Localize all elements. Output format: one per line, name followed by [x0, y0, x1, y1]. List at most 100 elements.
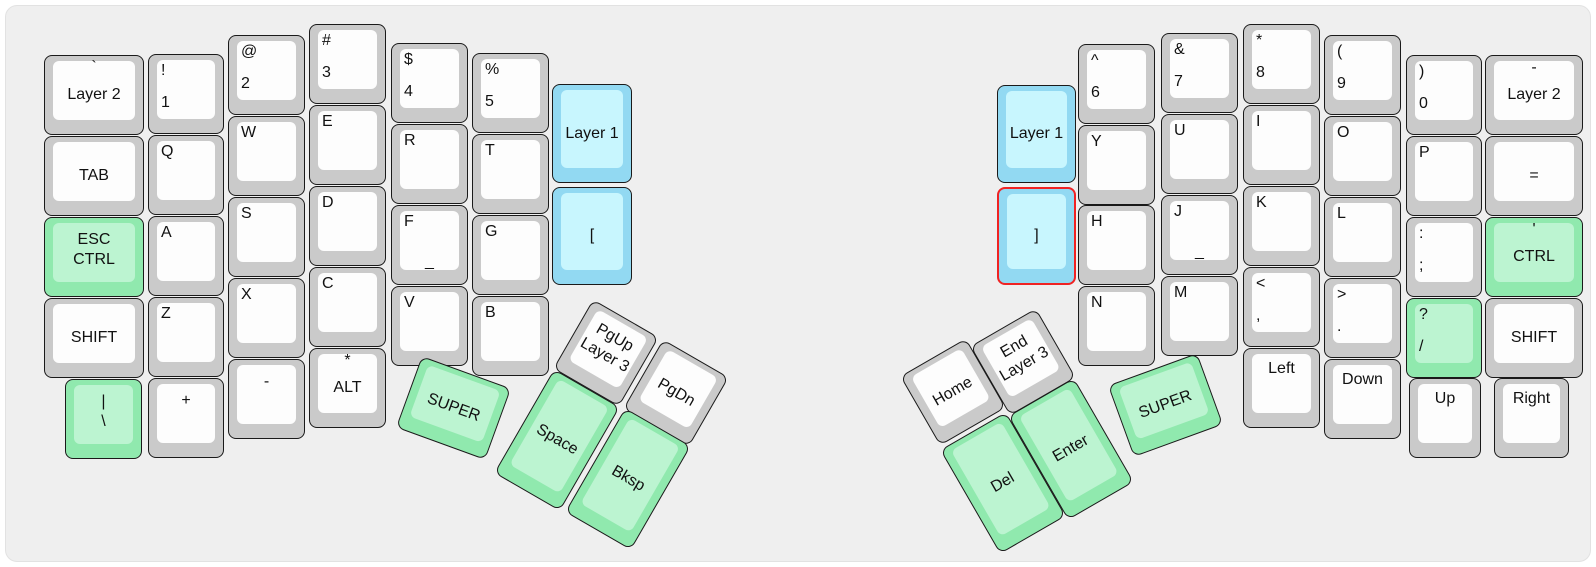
key-plus[interactable]: +	[148, 378, 224, 458]
keycap-top	[1170, 39, 1229, 98]
key-right-bracket[interactable]: ]	[997, 187, 1076, 285]
keycap-top	[1252, 354, 1311, 413]
key-legend: :	[1419, 225, 1424, 242]
key-legend: |	[101, 393, 106, 410]
key-9[interactable]: (9	[1324, 35, 1401, 115]
key-o[interactable]: O	[1324, 116, 1401, 196]
key-ctrl-right[interactable]: 'CTRL	[1485, 217, 1583, 297]
key-s[interactable]: S	[228, 197, 305, 277]
keycap-top	[157, 384, 215, 443]
key-y[interactable]: Y	[1078, 125, 1155, 205]
key-j[interactable]: J_	[1161, 195, 1238, 275]
key-legend: _	[425, 253, 434, 270]
key-arrow-up[interactable]: Up	[1409, 378, 1481, 458]
key-slash[interactable]: ?/	[1406, 298, 1482, 378]
key-legend: CTRL	[1513, 248, 1555, 265]
key-super-right[interactable]: SUPER	[1107, 353, 1224, 457]
key-legend: 6	[1091, 84, 1100, 101]
key-3[interactable]: #3	[309, 24, 386, 104]
key-legend: X	[241, 286, 252, 303]
key-t[interactable]: T	[472, 134, 549, 214]
keycap-top	[400, 49, 459, 108]
key-l[interactable]: L	[1324, 197, 1401, 277]
key-a[interactable]: A	[148, 216, 224, 296]
key-legend: Z	[161, 305, 171, 322]
key-u[interactable]: U	[1161, 114, 1238, 194]
key-legend: Y	[1091, 133, 1102, 150]
keycap-top	[481, 221, 540, 280]
key-semicolon[interactable]: :;	[1406, 217, 1482, 297]
key-p[interactable]: P	[1406, 136, 1482, 216]
key-legend: A	[161, 224, 172, 241]
keycap-top	[1418, 384, 1472, 443]
key-c[interactable]: C	[309, 267, 386, 347]
key-1[interactable]: !1	[148, 54, 224, 134]
key-legend: -	[1531, 59, 1537, 76]
key-w[interactable]: W	[228, 116, 305, 196]
keycap-top	[157, 141, 215, 200]
keycap-top	[1252, 273, 1311, 332]
key-h[interactable]: H	[1078, 205, 1155, 285]
key-d[interactable]: D	[309, 186, 386, 266]
key-legend: ESC	[77, 231, 111, 248]
keycap-top	[318, 273, 377, 332]
key-g[interactable]: G	[472, 215, 549, 295]
key-shift-right[interactable]: SHIFT	[1485, 298, 1583, 378]
key-q[interactable]: Q	[148, 135, 224, 215]
key-0[interactable]: )0	[1406, 55, 1482, 135]
key-legend: @	[241, 43, 258, 60]
keycap-top	[237, 284, 296, 343]
key-legend: S	[241, 205, 252, 222]
key-layer1-left[interactable]: Layer 1	[552, 84, 632, 183]
key-minus[interactable]: -	[228, 359, 305, 439]
key-alt[interactable]: *ALT	[309, 348, 386, 428]
key-5[interactable]: %5	[472, 53, 549, 133]
key-left-bracket[interactable]: [	[552, 187, 632, 285]
key-layer2-right[interactable]: -Layer 2	[1485, 55, 1583, 135]
key-period[interactable]: >.	[1324, 278, 1401, 358]
key-7[interactable]: &7	[1161, 33, 1238, 113]
key-m[interactable]: M	[1161, 276, 1238, 356]
key-arrow-down[interactable]: Down	[1324, 359, 1401, 439]
key-legend: 0	[1419, 95, 1428, 112]
key-equals[interactable]: =	[1485, 136, 1583, 216]
key-k[interactable]: K	[1243, 186, 1320, 266]
key-e[interactable]: E	[309, 105, 386, 185]
key-legend: ?	[1419, 306, 1428, 323]
key-4[interactable]: $4	[391, 43, 468, 123]
keycap-top	[237, 203, 296, 262]
key-n[interactable]: N	[1078, 286, 1155, 366]
key-comma[interactable]: <,	[1243, 267, 1320, 347]
key-legend: 7	[1174, 73, 1183, 90]
key-legend: ALT	[333, 379, 362, 396]
key-legend: M	[1174, 284, 1188, 301]
key-arrow-left[interactable]: Left	[1243, 348, 1320, 428]
key-z[interactable]: Z	[148, 297, 224, 377]
key-layer2-left[interactable]: `Layer 2	[44, 55, 144, 135]
keycap-top	[157, 222, 215, 281]
key-arrow-right[interactable]: Right	[1494, 378, 1569, 458]
key-legend: SHIFT	[70, 329, 118, 346]
key-legend: 3	[322, 64, 331, 81]
key-legend: =	[1529, 167, 1539, 184]
key-b[interactable]: B	[472, 296, 549, 376]
key-legend: G	[485, 223, 498, 240]
key-6[interactable]: ^6	[1078, 44, 1155, 124]
key-r[interactable]: R	[391, 124, 468, 204]
key-f[interactable]: F_	[391, 205, 468, 285]
key-x[interactable]: X	[228, 278, 305, 358]
keycap-top	[400, 130, 459, 189]
key-layer1-right[interactable]: Layer 1	[997, 85, 1076, 183]
key-shift-left[interactable]: SHIFT	[44, 298, 144, 378]
key-pipe-backslash[interactable]: |\	[65, 379, 142, 459]
key-i[interactable]: I	[1243, 105, 1320, 185]
key-legend: L	[1337, 205, 1346, 222]
key-v[interactable]: V	[391, 286, 468, 366]
key-legend: T	[485, 142, 495, 159]
keycap-top	[237, 41, 296, 100]
key-8[interactable]: *8	[1243, 24, 1320, 104]
key-2[interactable]: @2	[228, 35, 305, 115]
key-tab[interactable]: TAB	[44, 136, 144, 216]
